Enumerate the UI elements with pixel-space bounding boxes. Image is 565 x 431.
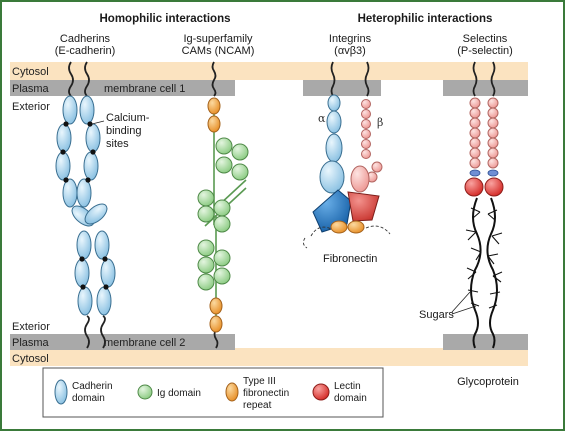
calcium-label-1: Calcium- <box>106 112 150 124</box>
ig-cams-title: Ig-superfamily <box>183 33 253 45</box>
glycoprotein <box>465 197 503 349</box>
legend-ig-label: Ig domain <box>157 388 201 399</box>
integrin-head <box>312 189 380 233</box>
legend-cadherin-label-1: Cadherin <box>72 381 113 392</box>
legend-lectin-label-2: domain <box>334 393 367 404</box>
membrane-cell-1 <box>10 80 528 96</box>
selectin-tails <box>472 61 496 97</box>
cytosol-band-bottom <box>10 348 528 366</box>
legend-ig-icon <box>137 384 153 400</box>
legend-lectin-label-1: Lectin <box>334 381 361 392</box>
integrin-beta-subunit <box>350 99 383 193</box>
calcium-label-3: sites <box>106 138 129 150</box>
cadherin-domains <box>55 95 116 316</box>
cytosol-label-top: Cytosol <box>12 66 49 78</box>
legend-type3-label-3: repeat <box>243 400 272 411</box>
selectin-repeats <box>469 97 499 169</box>
glycoprotein-label: Glycoprotein <box>457 376 519 388</box>
selectin-egf-domains <box>469 169 499 177</box>
sugars-label: Sugars <box>419 309 454 321</box>
membrane-cell-2-label: membrane cell 2 <box>104 337 185 349</box>
plasma-label-top: Plasma <box>12 83 50 95</box>
legend-lectin-icon <box>312 383 330 401</box>
alpha-label: α <box>318 112 326 125</box>
lectin-domains <box>464 177 504 197</box>
heterophilic-header: Heterophilic interactions <box>358 13 493 25</box>
cadherin-dimer <box>68 61 106 349</box>
fibronectin-label: Fibronectin <box>323 253 377 265</box>
integrins-title: Integrins <box>329 33 372 45</box>
calcium-pointer <box>91 120 105 125</box>
calcium-label-2: binding <box>106 125 141 137</box>
selectins-example: (P-selectin) <box>457 45 513 57</box>
selectins-title: Selectins <box>463 33 508 45</box>
legend-fibronectin-icon <box>225 382 239 402</box>
legend: Cadherin domain Ig domain Type III fibro… <box>42 367 384 418</box>
ig-domains <box>197 137 249 291</box>
integrin-alpha-subunit <box>319 94 345 194</box>
membrane-cell-2 <box>10 334 528 350</box>
membrane-cell-1-label: membrane cell 1 <box>104 83 185 95</box>
cadherins-example: (E-cadherin) <box>55 45 116 57</box>
homophilic-header: Homophilic interactions <box>100 13 231 25</box>
integrin-tails <box>330 61 370 97</box>
exterior-label-top: Exterior <box>12 101 50 113</box>
fibronectin-repeats <box>207 97 223 333</box>
cadherins-title: Cadherins <box>60 33 111 45</box>
beta-label: β <box>377 116 383 129</box>
legend-cadherin-icon <box>54 379 68 405</box>
exterior-label-bottom: Exterior <box>12 321 50 333</box>
ig-cams-example: CAMs (NCAM) <box>182 45 255 57</box>
fibronectin-ligand <box>302 220 391 249</box>
legend-type3-label-2: fibronectin <box>243 388 289 399</box>
plasma-label-bottom: Plasma <box>12 337 50 349</box>
cytosol-label-bottom: Cytosol <box>12 353 49 365</box>
sugars-pointers <box>451 291 477 315</box>
legend-type3-label-1: Type III <box>243 376 276 387</box>
legend-cadherin-label-2: domain <box>72 393 105 404</box>
integrins-example: (αvβ3) <box>334 45 366 57</box>
calcium-binding-dots <box>60 121 109 290</box>
cytosol-band-top <box>10 62 528 80</box>
